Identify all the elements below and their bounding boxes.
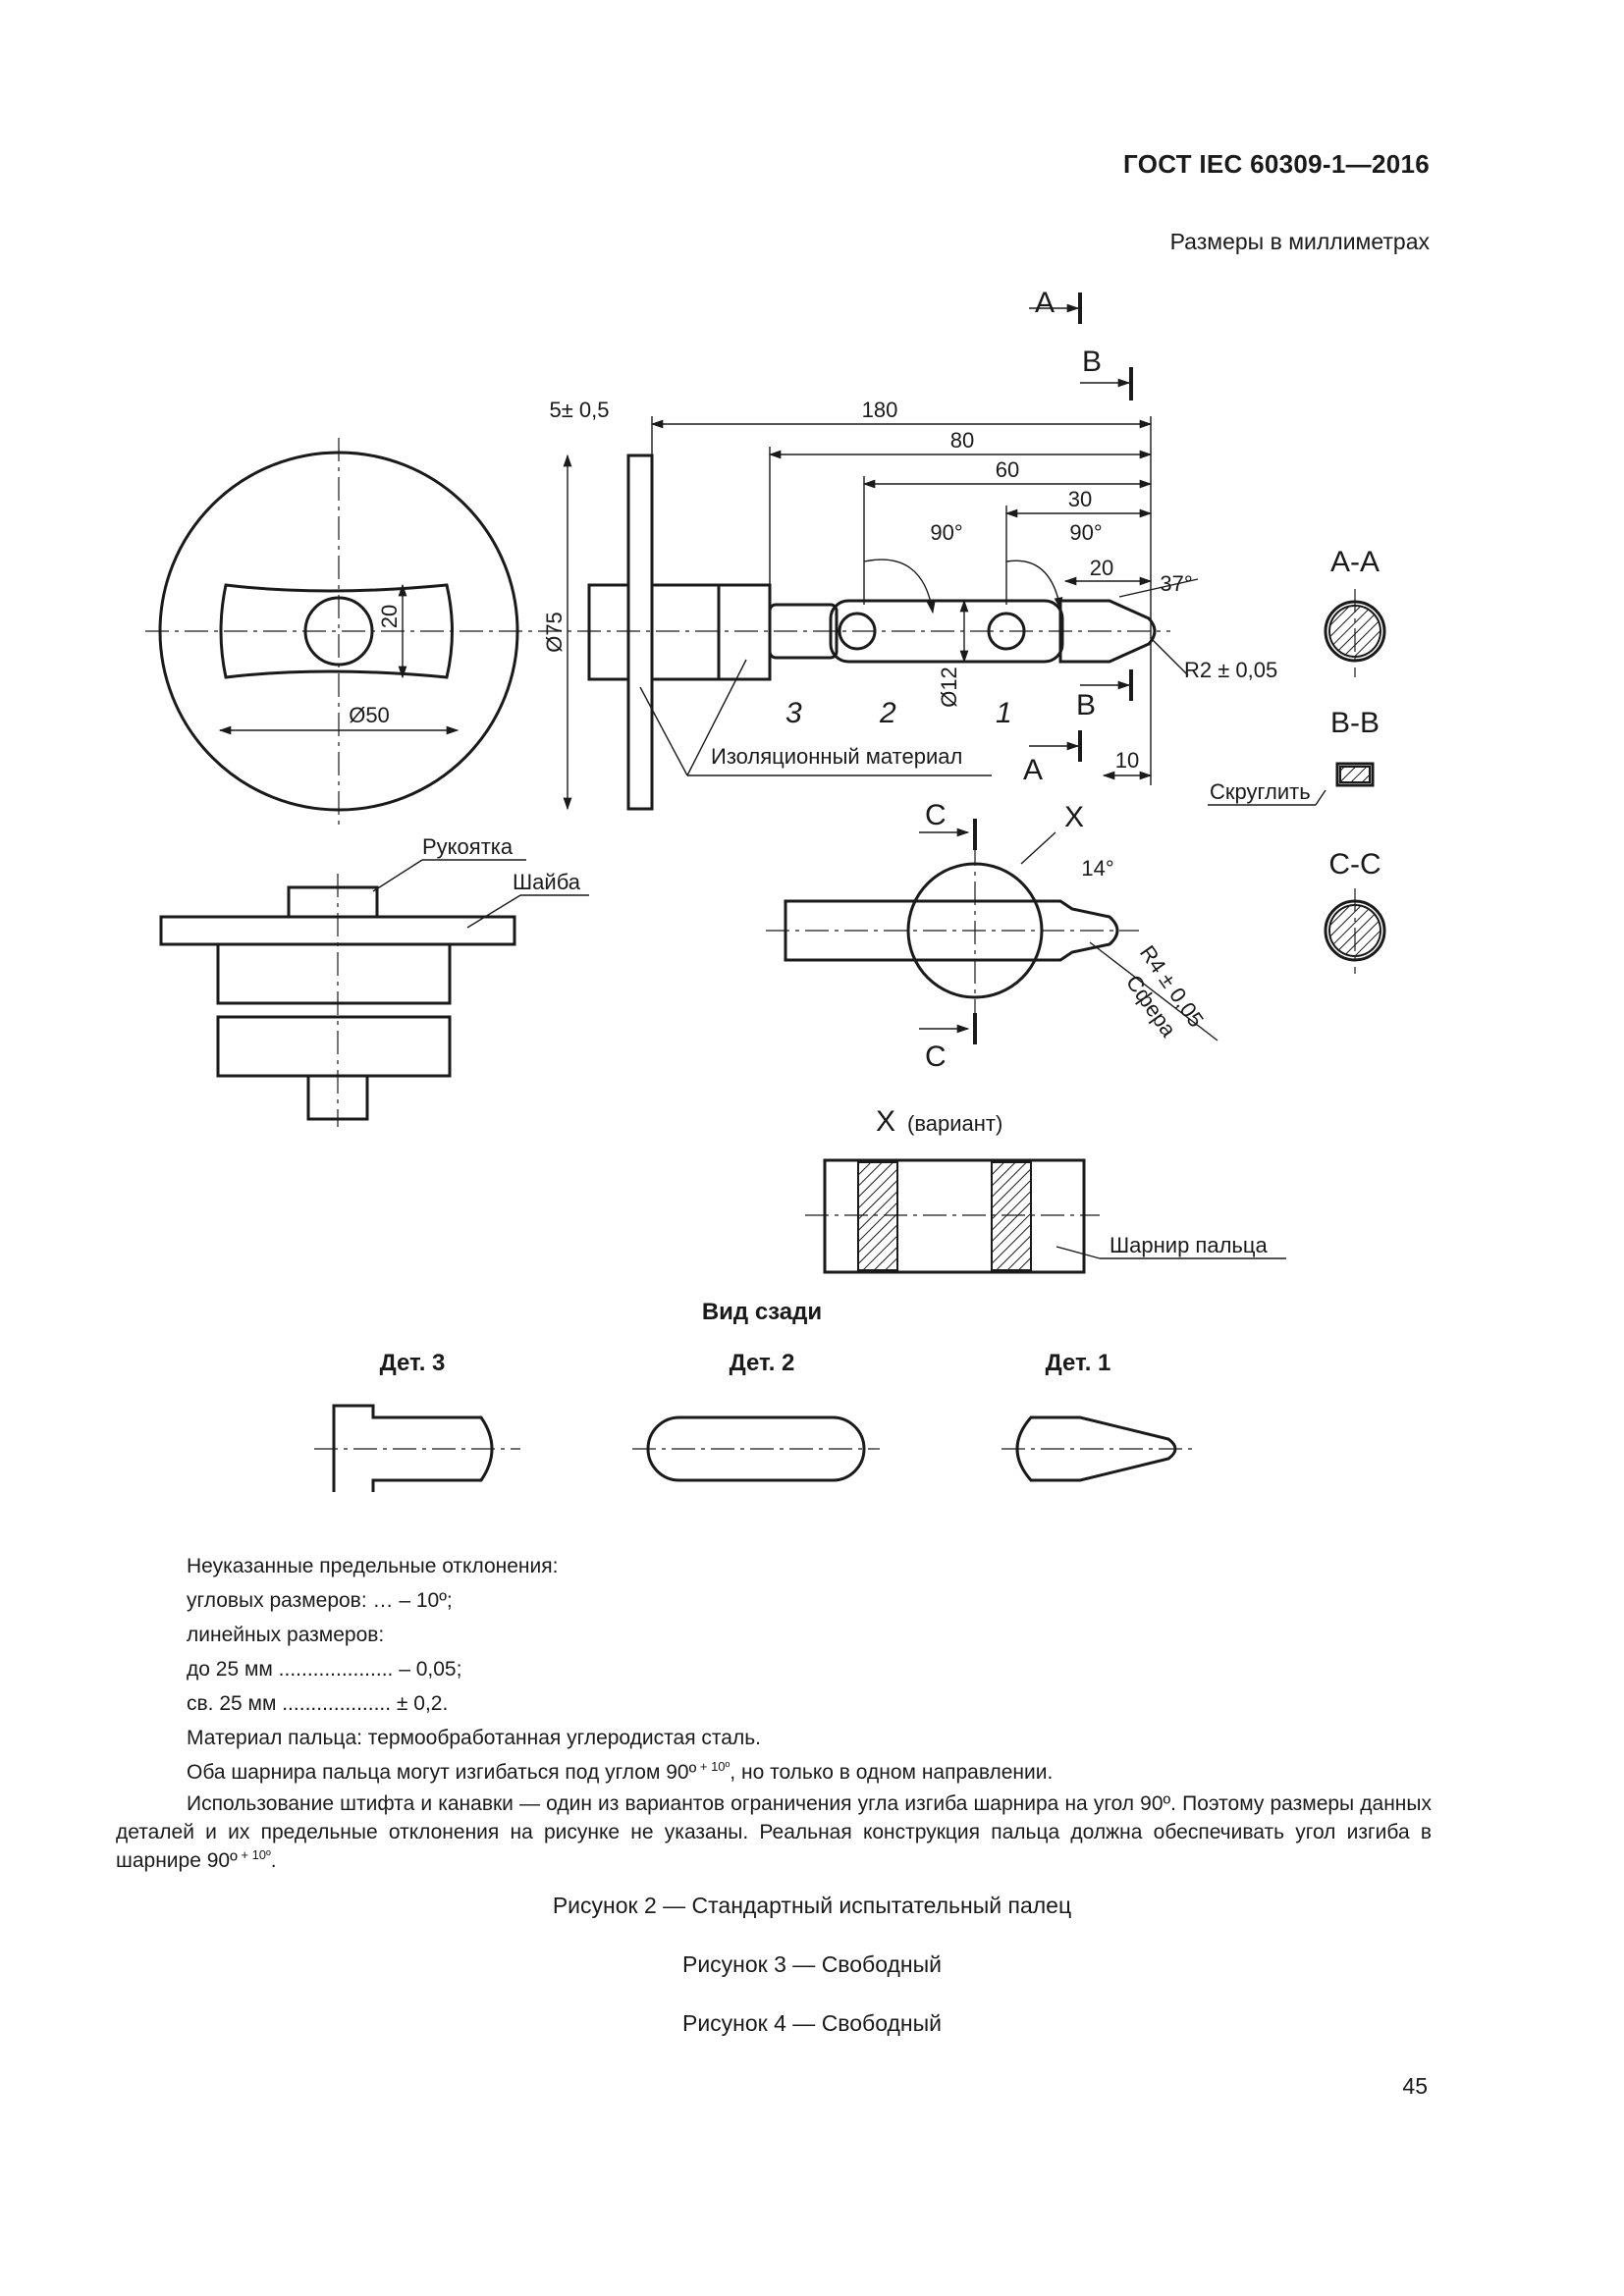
document-id: ГОСТ IEC 60309-1—2016 [1123,149,1430,179]
page-number: 45 [1402,2073,1428,2099]
section-letter-b-bottom: B [1076,689,1096,721]
note-line: Оба шарнира пальца могут изгибаться под … [116,1755,1432,1789]
note-line: Материал пальца: термообработанная углер… [187,1727,761,1749]
center-lines [145,438,1356,1450]
note-text: . [270,1849,277,1872]
variant-letter: X [876,1105,895,1138]
rear-det3-label: Дет. 3 [380,1350,446,1376]
dimension-lines [218,293,1326,1259]
label-handle: Рукоятка [422,834,514,859]
note-text: Использование штифта и канавки — один из… [116,1792,1432,1872]
washer-section [626,454,654,811]
variant-note: (вариант) [907,1111,1002,1136]
section-letter-a-bottom: A [1023,754,1043,786]
section-title-cc: C-C [1328,848,1380,881]
part-1-tip [1058,599,1157,664]
angle-90-b: 90° [1069,520,1102,545]
dim-30: 30 [1068,487,1092,511]
note-line: линейных размеров: [187,1624,385,1646]
dim-12: Ø12 [937,667,961,708]
angle-37: 37° [1160,571,1192,596]
section-letter-a-top: A [1035,287,1055,319]
figure-2-caption: Рисунок 2 — Стандартный испытательный па… [552,1893,1072,1918]
angle-90-a: 90° [930,520,962,545]
dim-180: 180 [862,398,898,422]
section-bb-rect [1335,762,1375,787]
part-number-1: 1 [996,697,1012,729]
dim-60: 60 [996,457,1019,482]
angle-14: 14° [1081,856,1113,881]
units-note: Размеры в миллиметрах [1169,229,1430,254]
label-insulation: Изоляционный материал [711,744,962,769]
label-hinge: Шарнир пальца [1110,1233,1268,1257]
rear-det2-label: Дет. 2 [730,1350,795,1376]
detail-letter-x: X [1064,801,1084,833]
section-letter-b-top: B [1082,346,1102,378]
part-number-2: 2 [879,697,896,729]
main-geometry [158,451,1386,1492]
joint-chain [784,899,1119,962]
note-paragraph: Использование штифта и канавки — один из… [116,1789,1432,1875]
variant-x-body [823,1158,1086,1274]
rear-det3 [332,1404,494,1492]
technical-drawing: 180 80 60 30 20 10 5± 0,5 Ø75 Ø50 20 Ø12… [145,287,1386,1492]
section-letter-c-bottom: C [925,1041,947,1073]
figure-3-caption: Рисунок 3 — Свободный [681,1951,943,1977]
dim-10: 10 [1115,748,1139,773]
label-round: Скруглить [1210,779,1311,804]
drawing-labels: 180 80 60 30 20 10 5± 0,5 Ø75 Ø50 20 Ø12… [349,287,1380,1376]
dim-80: 80 [950,428,974,453]
dim-5: 5± 0,5 [549,398,609,422]
note-text: Оба шарнира пальца могут изгибаться под … [187,1761,697,1784]
tolerance-superscript: + 10º [696,1759,731,1774]
section-title-bb: B-B [1330,707,1380,739]
dim-75: Ø75 [542,612,567,653]
note-line: до 25 мм .................... – 0,05; [187,1658,462,1681]
rear-det1 [1015,1415,1177,1482]
note-text: , но только в одном направлении. [730,1761,1054,1784]
tolerance-superscript: + 10º [237,1847,271,1862]
rear-view-title: Вид сзади [702,1299,822,1325]
dim-20: 20 [1090,556,1113,580]
notes-block: Неуказанные предельные отклонения: углов… [116,1549,1432,1875]
label-washer: Шайба [513,870,581,894]
radius-r2: R2 ± 0,05 [1184,658,1277,682]
dim-50: Ø50 [349,703,390,727]
part-number-3: 3 [785,697,802,729]
rear-det1-label: Дет. 1 [1046,1350,1111,1376]
figure-4-caption: Рисунок 4 — Свободный [681,2010,943,2036]
section-title-aa: A-A [1330,546,1380,578]
note-line: Неуказанные предельные отклонения: [187,1555,559,1577]
note-line: угловых размеров: … – 10º; [187,1589,453,1612]
note-line: св. 25 мм ................... ± 0,2. [187,1692,449,1715]
handle-grip [219,583,454,679]
dim-20-vertical: 20 [377,605,402,628]
section-letter-c-top: C [925,799,947,831]
